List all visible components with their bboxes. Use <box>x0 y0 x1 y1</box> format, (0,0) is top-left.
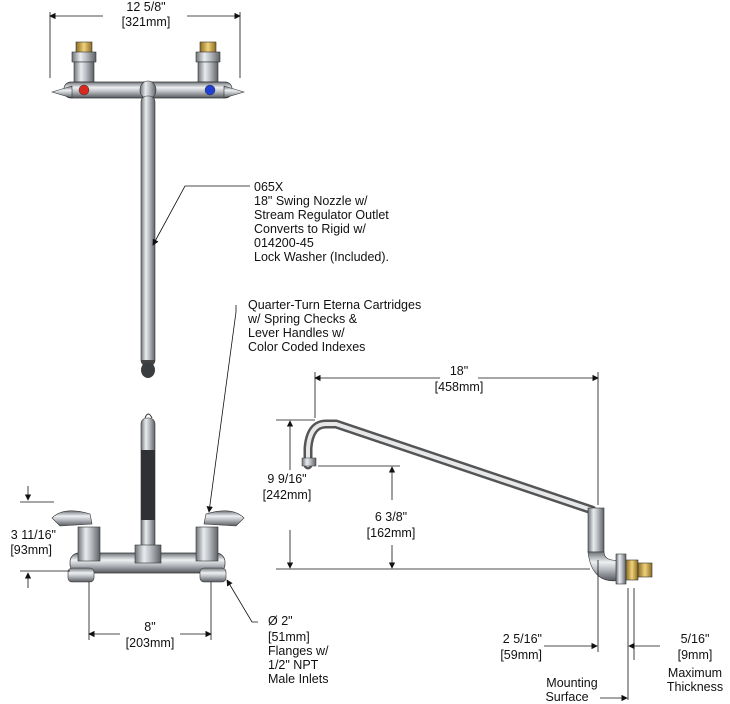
outlet-height-mm: [162mm] <box>366 526 416 540</box>
mounting-surface-label: Mounting <box>546 676 598 690</box>
top-view-faucet <box>49 12 246 378</box>
cartridge-note-line: Lever Handles w/ <box>248 326 345 340</box>
nozzle-note-line: 014200-45 <box>254 236 314 250</box>
top-width-mm: [321mm] <box>121 15 171 29</box>
cartridge-note-line: w/ Spring Checks & <box>248 312 358 326</box>
cartridge-note-line: Quarter-Turn Eterna Cartridges <box>248 298 422 312</box>
nozzle-note-line: Stream Regulator Outlet <box>254 208 389 222</box>
top-width-in: 12 5/8" <box>126 0 166 14</box>
nozzle-reach-in: 18" <box>449 364 469 378</box>
cartridge-note-line: Color Coded Indexes <box>248 340 366 354</box>
handle-height-in: 3 11/16" <box>10 528 56 542</box>
nozzle-note-line: Lock Washer (Included). <box>254 250 390 264</box>
wall-offset-mm: [59mm] <box>500 648 542 662</box>
overall-height-in: 9 9/16" <box>267 472 307 486</box>
flange-note-line: Flanges w/ <box>268 644 329 658</box>
max-thickness-mm: [9mm] <box>677 648 713 662</box>
nozzle-note-line: 065X <box>254 180 284 194</box>
outlet-height-in: 6 3/8" <box>374 510 408 524</box>
max-thickness-label: Thickness <box>666 680 724 694</box>
max-thickness-in: 5/16" <box>680 632 710 646</box>
flange-note-line: Ø 2" <box>268 614 293 628</box>
overall-height-mm: [242mm] <box>262 488 312 502</box>
flange-note-line: 1/2" NPT <box>268 658 319 672</box>
wall-offset-in: 2 5/16" <box>502 632 542 646</box>
handle-height-mm: [93mm] <box>10 543 52 557</box>
flange-note-line: Male Inlets <box>268 672 329 686</box>
front-view-faucet <box>51 413 245 583</box>
mounting-surface-label: Surface <box>545 690 589 704</box>
nozzle-note-line: 18" Swing Nozzle w/ <box>254 194 368 208</box>
flange-note-line: [51mm] <box>268 630 310 644</box>
side-view-faucet <box>301 419 653 585</box>
nozzle-reach-mm: [458mm] <box>434 380 484 394</box>
max-thickness-label: Maximum <box>667 666 723 680</box>
center-spacing-in: 8" <box>144 620 156 634</box>
center-spacing-mm: [203mm] <box>125 636 175 650</box>
nozzle-note-line: Converts to Rigid w/ <box>254 222 366 236</box>
